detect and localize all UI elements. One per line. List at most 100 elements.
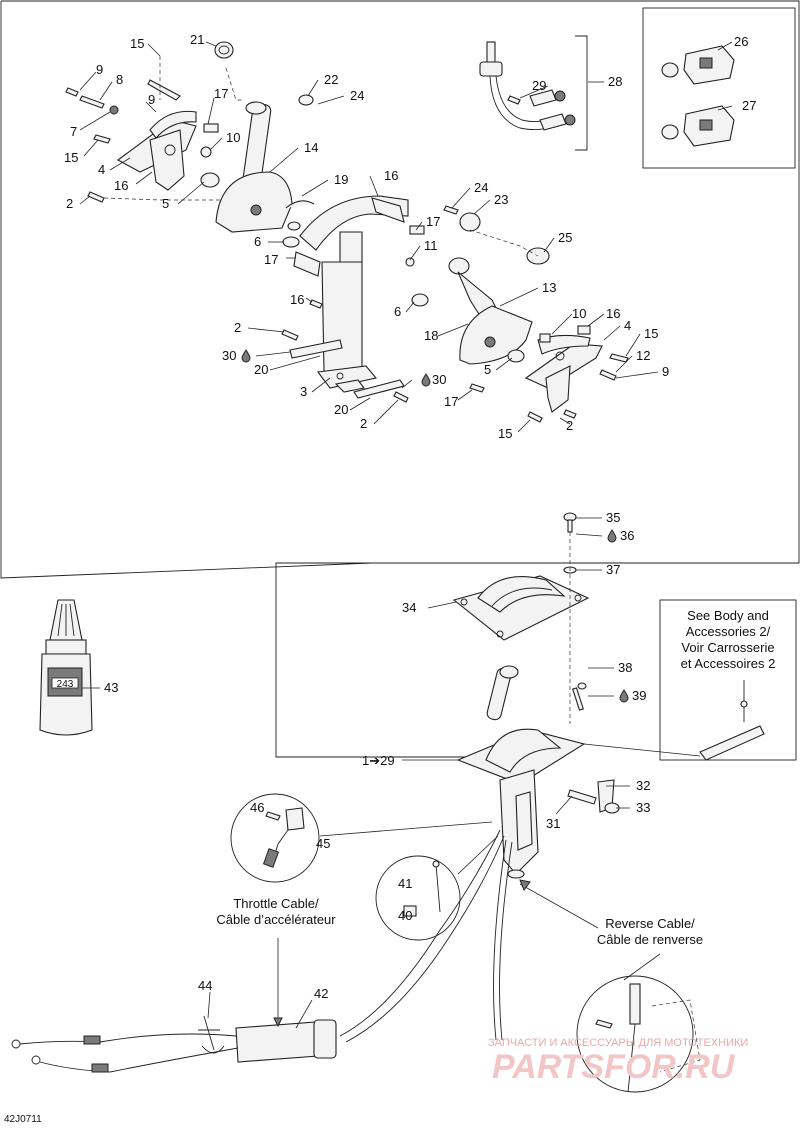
label-15c: 15 bbox=[644, 326, 658, 341]
label-42: 42 bbox=[314, 986, 328, 1001]
bottle-label-text: 243 bbox=[57, 679, 74, 690]
watermark-line-2: PARTSFOR.RU bbox=[492, 1048, 736, 1086]
cable-assembly bbox=[11, 829, 513, 1073]
control-box-assembly bbox=[456, 665, 620, 879]
captions: See Body and Accessories 2/ Voir Carross… bbox=[216, 608, 775, 947]
neutral-switch-28 bbox=[479, 41, 576, 131]
console-cover-34 bbox=[452, 575, 590, 641]
detail-circle-45 bbox=[230, 793, 320, 883]
label-30b: 30 bbox=[432, 372, 446, 387]
label-39: 39 bbox=[632, 688, 646, 703]
adhesive-drop-icons bbox=[241, 349, 629, 703]
pins-inset-frame bbox=[642, 7, 796, 169]
label-17a: 17 bbox=[214, 86, 228, 101]
label-17c: 17 bbox=[426, 214, 440, 229]
label-11: 11 bbox=[424, 238, 438, 253]
label-15d: 15 bbox=[498, 426, 512, 441]
label-40: 40 bbox=[398, 908, 412, 923]
screw-35 bbox=[563, 512, 577, 533]
label-17d: 17 bbox=[444, 394, 458, 409]
label-9b: 9 bbox=[148, 92, 155, 107]
throttle-caption-1: Throttle Cable/ bbox=[233, 896, 319, 911]
label-8: 8 bbox=[116, 72, 123, 87]
label-24b: 24 bbox=[474, 180, 488, 195]
label-7: 7 bbox=[70, 124, 77, 139]
label-16d: 16 bbox=[606, 306, 620, 321]
see-body-line-4: et Accessoires 2 bbox=[681, 656, 776, 671]
control-box-frame bbox=[275, 562, 470, 758]
label-16b: 16 bbox=[384, 168, 398, 183]
label-16c: 16 bbox=[290, 292, 304, 307]
label-13: 13 bbox=[542, 280, 556, 295]
label-33: 33 bbox=[636, 800, 650, 815]
label-23: 23 bbox=[494, 192, 508, 207]
label-15a: 15 bbox=[130, 36, 144, 51]
diagram-code: 42J0711 bbox=[4, 1114, 42, 1125]
drop-icon bbox=[607, 529, 617, 543]
label-16a: 16 bbox=[114, 178, 128, 193]
label-35: 35 bbox=[606, 510, 620, 525]
label-20b: 20 bbox=[334, 402, 348, 417]
label-10b: 10 bbox=[572, 306, 586, 321]
label-5b: 5 bbox=[484, 362, 491, 377]
label-25: 25 bbox=[558, 230, 572, 245]
threadlocker-bottle-43: 243 bbox=[39, 599, 93, 736]
label-29: 29 bbox=[532, 78, 546, 93]
leader-lines bbox=[79, 41, 733, 1029]
label-14: 14 bbox=[304, 140, 318, 155]
label-30a: 30 bbox=[222, 348, 236, 363]
label-2a: 2 bbox=[66, 196, 73, 211]
bracket-28 bbox=[575, 35, 588, 151]
see-body-line-2: Accessories 2/ bbox=[686, 624, 771, 639]
label-18: 18 bbox=[424, 328, 438, 343]
label-5a: 5 bbox=[162, 196, 169, 211]
label-36: 36 bbox=[620, 528, 634, 543]
shift-lever-13 bbox=[443, 205, 629, 423]
label-9c: 9 bbox=[662, 364, 669, 379]
label-6b: 6 bbox=[394, 304, 401, 319]
part-labels: 15 21 9 8 9 17 7 10 15 4 16 5 2 14 22 24… bbox=[64, 32, 756, 1001]
label-6a: 6 bbox=[254, 234, 261, 249]
label-26: 26 bbox=[734, 34, 748, 49]
throttle-caption-2: Câble d’accélérateur bbox=[216, 912, 336, 927]
label-34: 34 bbox=[402, 600, 416, 615]
label-19: 19 bbox=[334, 172, 348, 187]
label-38: 38 bbox=[618, 660, 632, 675]
label-3: 3 bbox=[300, 384, 307, 399]
detail-circle-reverse bbox=[576, 975, 701, 1093]
drop-icon bbox=[241, 349, 251, 363]
watermark-line-1: ЗАПЧАСТИ И АКСЕССУАРЫ ДЛЯ МОТОТЕХНИКИ bbox=[488, 1037, 748, 1049]
label-46: 46 bbox=[250, 800, 264, 815]
label-43: 43 bbox=[104, 680, 118, 695]
label-15b: 15 bbox=[64, 150, 78, 165]
screw-38 bbox=[572, 682, 587, 711]
label-41: 41 bbox=[398, 876, 412, 891]
label-45: 45 bbox=[316, 836, 330, 851]
label-27: 27 bbox=[742, 98, 756, 113]
label-32: 32 bbox=[636, 778, 650, 793]
label-1-to-29: 1➔29 bbox=[362, 753, 395, 768]
reverse-caption-1: Reverse Cable/ bbox=[605, 916, 695, 931]
label-21: 21 bbox=[190, 32, 204, 47]
label-2b: 2 bbox=[234, 320, 241, 335]
label-28: 28 bbox=[608, 74, 622, 89]
reverse-caption-2: Câble de renverse bbox=[597, 932, 703, 947]
upper-section-frame bbox=[0, 0, 800, 579]
see-body-line-1: See Body and bbox=[687, 608, 769, 623]
label-37: 37 bbox=[606, 562, 620, 577]
detail-circle-40-41 bbox=[375, 855, 461, 941]
label-10a: 10 bbox=[226, 130, 240, 145]
label-4a: 4 bbox=[98, 162, 105, 177]
drop-icon bbox=[619, 689, 629, 703]
control-housing-3 bbox=[281, 195, 429, 403]
label-4b: 4 bbox=[624, 318, 631, 333]
see-body-box bbox=[659, 599, 797, 761]
throttle-lever-14 bbox=[214, 41, 315, 248]
label-2c: 2 bbox=[360, 416, 367, 431]
label-17b: 17 bbox=[264, 252, 278, 267]
label-31: 31 bbox=[546, 816, 560, 831]
link-rod bbox=[583, 680, 765, 761]
drop-icon bbox=[421, 373, 431, 387]
label-2d: 2 bbox=[566, 418, 573, 433]
